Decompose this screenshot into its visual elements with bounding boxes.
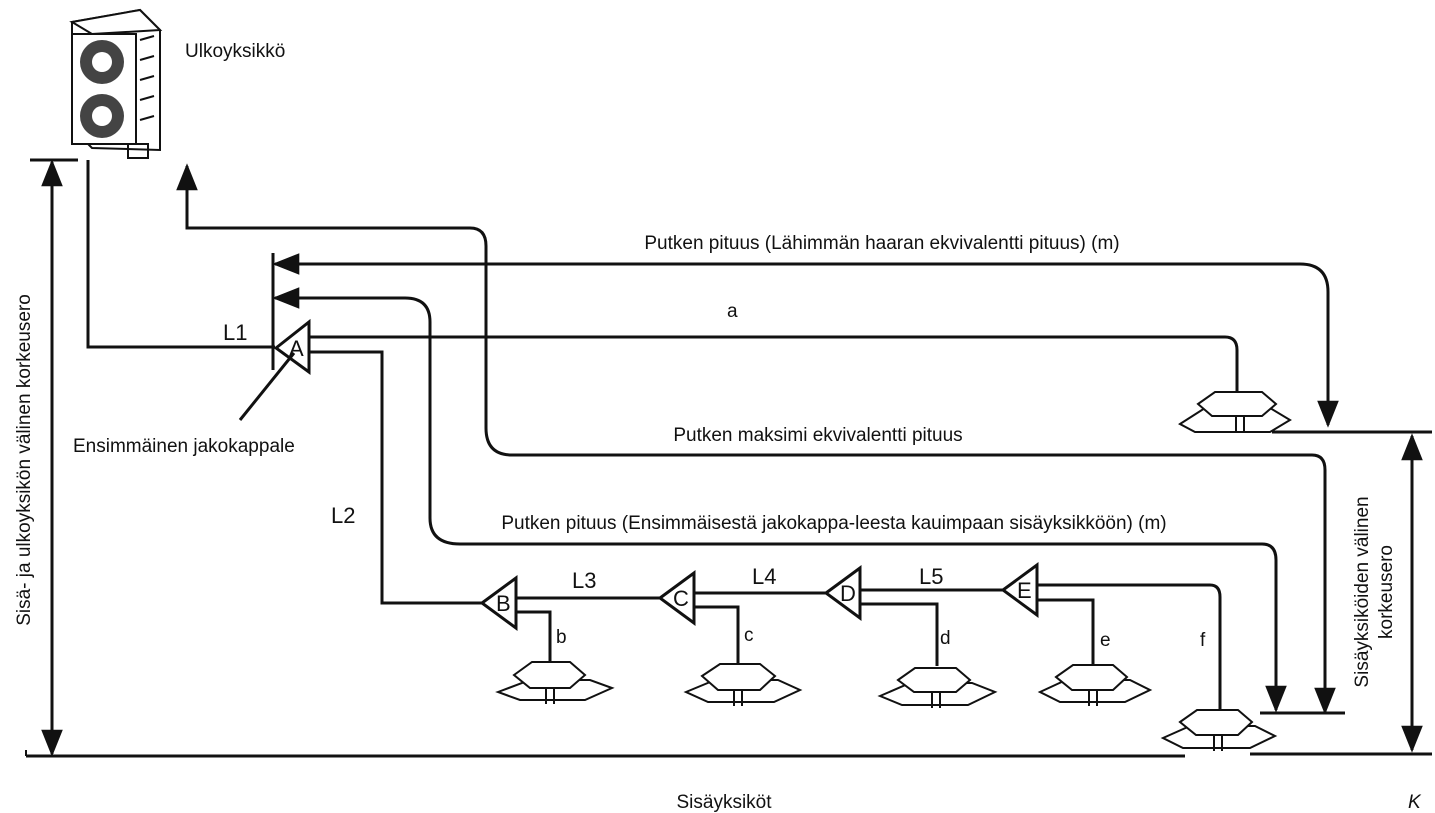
indoor-units-label: Sisäyksiköt — [676, 792, 772, 813]
segment-l4-label: L4 — [752, 564, 776, 589]
indoor-unit-b-icon — [495, 661, 615, 704]
pipe-e — [1037, 598, 1095, 664]
pipe-nearest-branch-label: Putken pituus (Lähimmän haaran ekvivalen… — [644, 233, 1119, 254]
height-indoor-label-line2: korkeusero — [1376, 545, 1397, 639]
outdoor-unit-icon — [69, 8, 163, 159]
indoor-unit-c-icon — [683, 663, 803, 706]
indoor-unit-d-icon — [877, 667, 998, 708]
pipe-a — [309, 335, 1239, 392]
segment-l3-label: L3 — [572, 568, 596, 593]
indoor-unit-a-icon — [1178, 391, 1292, 433]
pipe-first-to-farthest-label: Putken pituus (Ensimmäisestä jakokappa-l… — [501, 513, 1166, 534]
nearest-branch-route — [272, 253, 1339, 428]
branch-c-label: C — [673, 586, 689, 611]
outdoor-unit-label: Ulkoyksikkö — [185, 41, 285, 62]
outdoor-indoor-height-dimension — [30, 158, 78, 757]
pipe-d — [860, 602, 939, 666]
segment-l5-label: L5 — [919, 564, 943, 589]
unit-c-label: c — [744, 625, 754, 646]
indoor-unit-f-icon — [1160, 709, 1278, 751]
height-indoor-label-line1: Sisäyksiköiden välinen — [1352, 496, 1373, 687]
indoor-unit-e-icon — [1037, 664, 1153, 706]
branch-e-label: E — [1017, 578, 1032, 603]
first-branch-leader — [238, 352, 296, 421]
pipe-l2 — [309, 350, 482, 605]
segment-l2-label: L2 — [331, 503, 355, 528]
corner-mark: K — [1408, 792, 1422, 813]
first-branch-label: Ensimmäinen jakokappale — [73, 436, 295, 457]
pipe-b — [516, 610, 552, 662]
main-pipe-l1 — [86, 160, 275, 349]
unit-d-label: d — [940, 628, 951, 649]
branch-b-label: B — [496, 591, 511, 616]
branch-d-label: D — [840, 581, 856, 606]
pipe-max-equivalent-label: Putken maksimi ekvivalentti pituus — [673, 425, 962, 446]
unit-f-label: f — [1200, 630, 1206, 651]
unit-e-label: e — [1100, 630, 1111, 651]
first-to-farthest-route — [272, 287, 1287, 713]
unit-a-pipe-label: a — [727, 301, 738, 322]
segment-l1-label: L1 — [223, 320, 247, 345]
height-outdoor-indoor-label: Sisä- ja ulkoyksikön välinen korkeusero — [14, 294, 35, 626]
unit-b-label: b — [556, 627, 567, 648]
pipe-c — [694, 605, 740, 664]
